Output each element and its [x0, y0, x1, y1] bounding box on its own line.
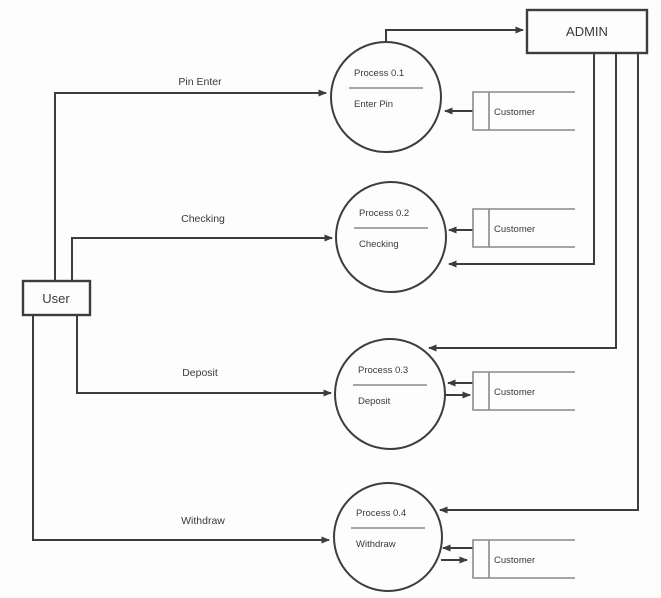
flow-deposit-arrow: [76, 315, 332, 397]
process-3-name: Deposit: [358, 396, 391, 407]
data-store-3: Customer: [472, 371, 575, 411]
process-2-name: Checking: [359, 239, 399, 250]
data-store-1-label: Customer: [494, 107, 535, 118]
process-2-circle: [335, 181, 447, 293]
flow-process1-to-admin-arrow: [385, 26, 524, 42]
admin-entity: ADMIN: [525, 8, 649, 55]
flow-label-checking: Checking: [181, 213, 225, 225]
user-label: User: [42, 291, 70, 306]
data-store-2-shape: [472, 208, 575, 248]
process-4-title: Process 0.4: [356, 508, 406, 519]
process-3-title: Process 0.3: [358, 365, 408, 376]
process-1-circle: [330, 41, 442, 153]
flow-admin-to-process2-arrow: [448, 53, 595, 268]
process-2-checking: Process 0.2 Checking: [335, 181, 447, 293]
process-4-name: Withdraw: [356, 539, 396, 550]
process-3-circle: [334, 338, 446, 450]
user-box: [21, 279, 92, 317]
data-store-3-label: Customer: [494, 387, 535, 398]
process-1-title: Process 0.1: [354, 68, 404, 79]
process-1-enter-pin: Process 0.1 Enter Pin: [330, 41, 442, 153]
process-4-withdraw: Process 0.4 Withdraw: [333, 482, 443, 592]
data-store-2-label: Customer: [494, 224, 535, 235]
data-store-4-label: Customer: [494, 555, 535, 566]
flow-checking-arrow: [71, 234, 333, 281]
admin-box: [525, 8, 649, 55]
flow-pin-enter-arrow: [54, 89, 327, 281]
data-store-4: Customer: [472, 539, 575, 579]
flow-withdraw-arrow: [32, 315, 330, 544]
user-entity: User: [21, 279, 92, 317]
data-store-4-shape: [472, 539, 575, 579]
process-2-title: Process 0.2: [359, 208, 409, 219]
data-store-2: Customer: [472, 208, 575, 248]
flow-label-pin-enter: Pin Enter: [178, 76, 222, 88]
data-store-1: Customer: [472, 91, 575, 131]
data-store-3-shape: [472, 371, 575, 411]
flow-label-withdraw: Withdraw: [181, 515, 225, 527]
admin-label: ADMIN: [566, 24, 608, 39]
data-store-1-shape: [472, 91, 575, 131]
process-4-circle: [333, 482, 443, 592]
flow-admin-to-process3-arrow: [428, 53, 617, 352]
flow-label-deposit: Deposit: [182, 367, 218, 379]
process-1-name: Enter Pin: [354, 99, 393, 110]
process-3-deposit: Process 0.3 Deposit: [334, 338, 446, 450]
flow-admin-to-process4-arrow: [439, 53, 639, 514]
